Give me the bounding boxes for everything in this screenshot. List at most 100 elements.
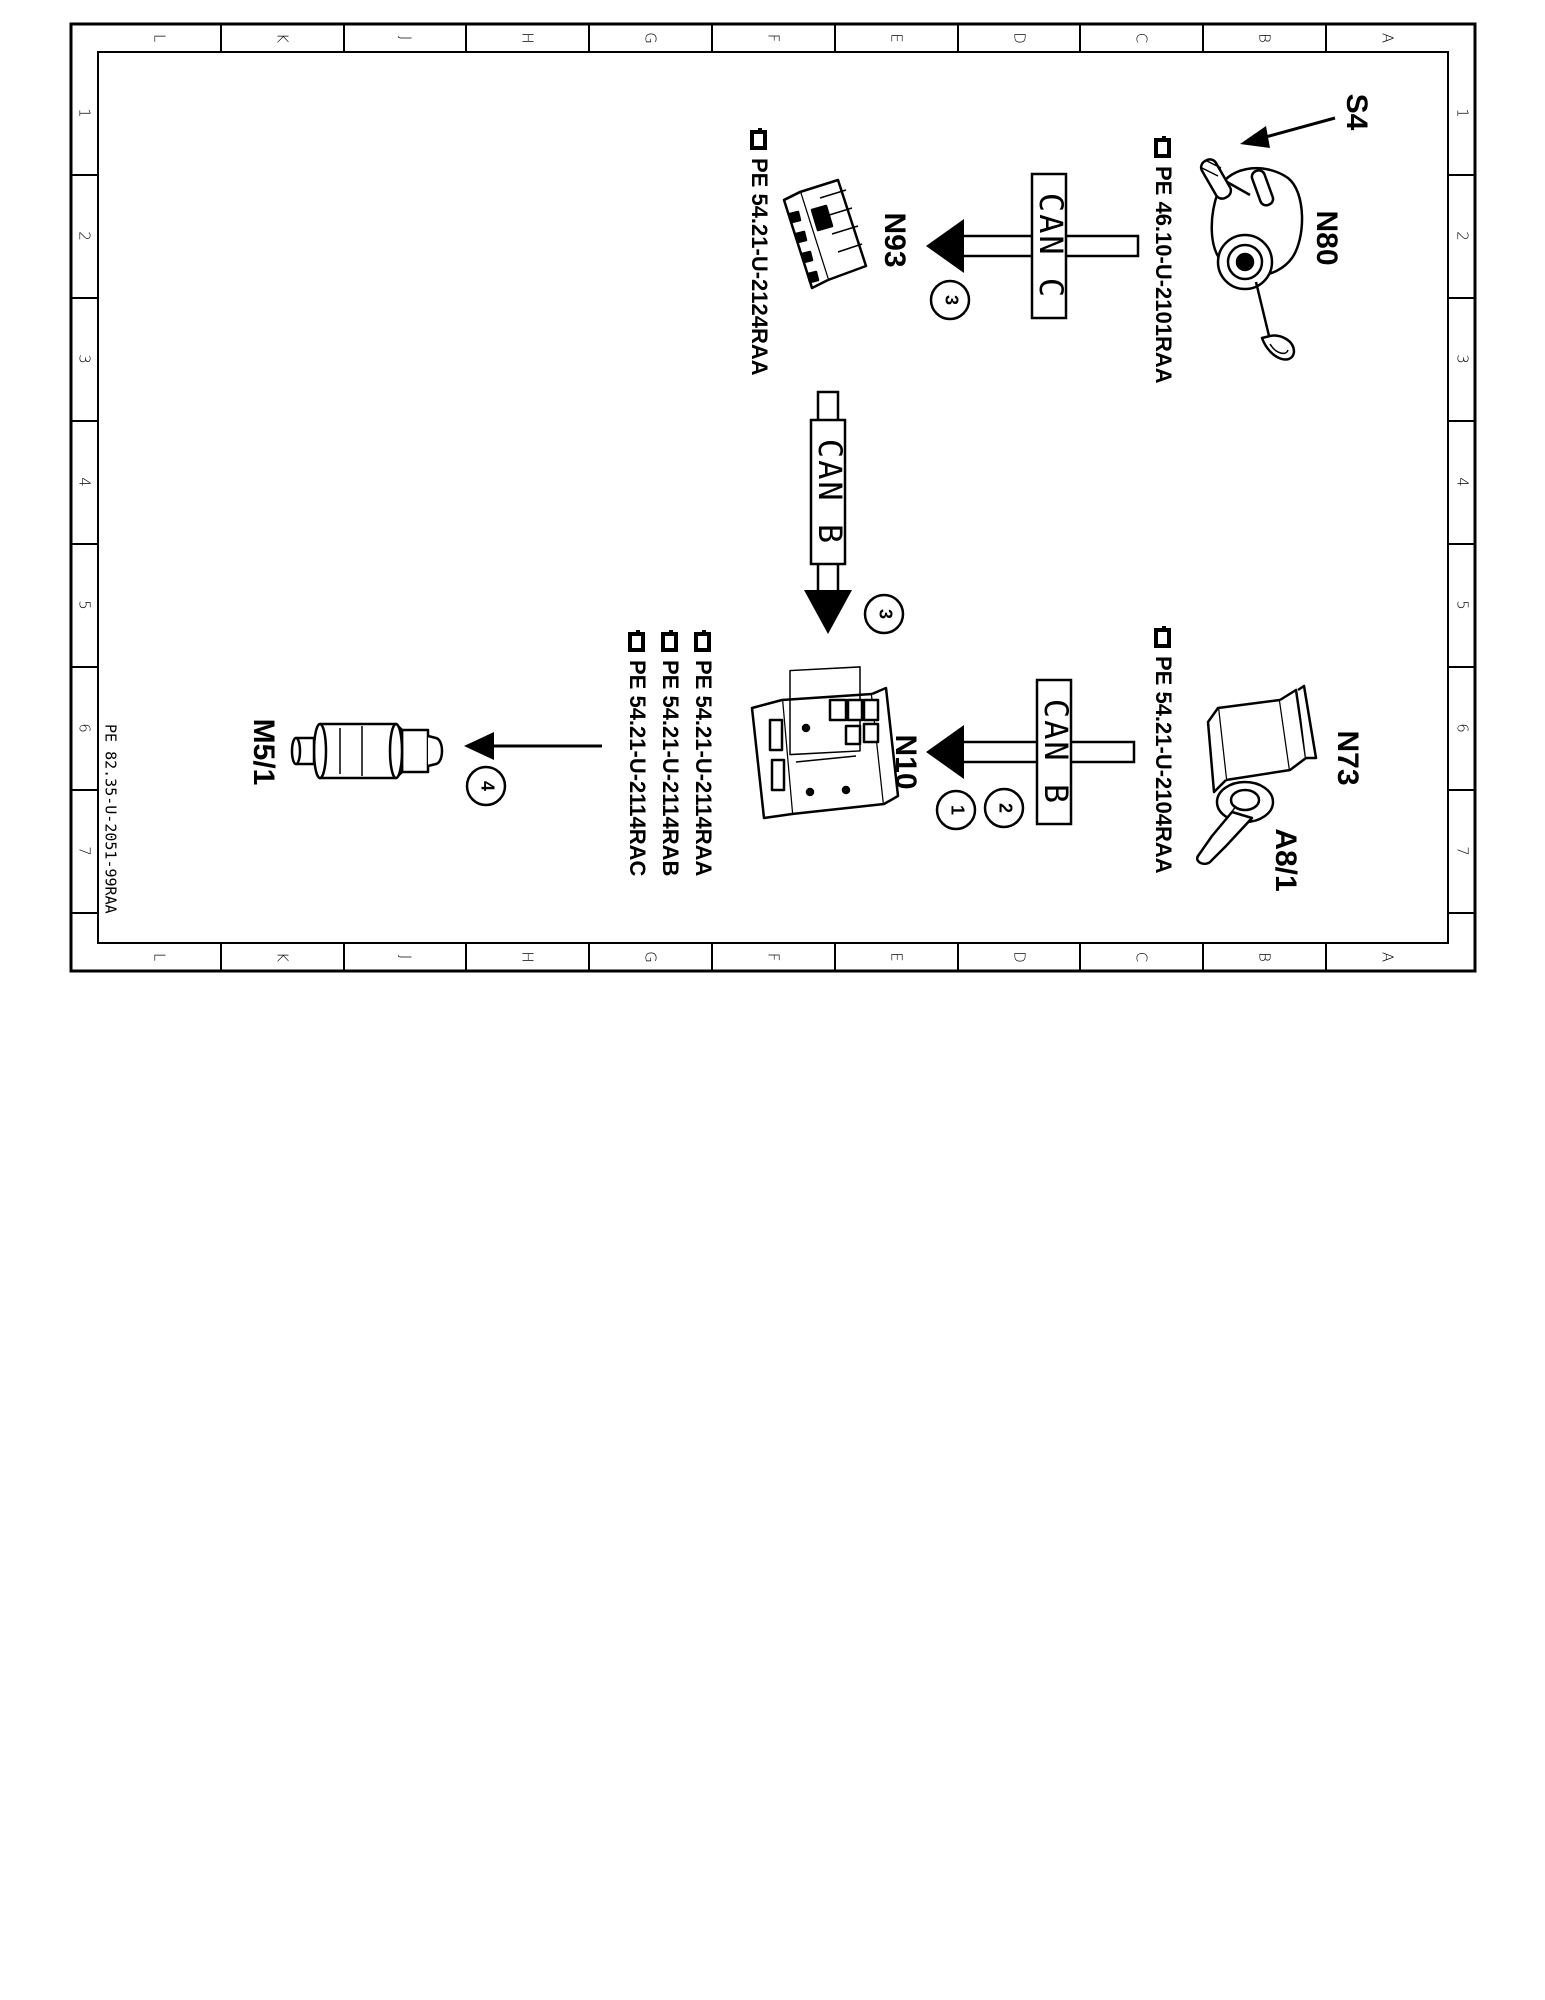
can-b-right-label: CAN B	[1037, 699, 1075, 805]
can-b-upper-label: CAN B	[811, 439, 849, 545]
frame-numbers-right: 1 2 3 4 5 6 7	[1454, 108, 1472, 856]
frame-number-4-right: 4	[1454, 477, 1472, 487]
n10-from-n93-step-badge: 3	[863, 593, 905, 635]
can-c-label-box	[1030, 172, 1068, 320]
s4-leader-line	[1261, 116, 1336, 140]
n93-reference: PE 54.21-U-2124RAA	[747, 128, 772, 376]
n73-label: N73	[1331, 730, 1364, 785]
n10-control-unit	[750, 666, 900, 820]
n10-reference-2: PE 54.21-U-2114RAB	[658, 630, 683, 876]
frame-number-5-left: 5	[76, 600, 94, 610]
m5-1-step-badge: 4	[465, 765, 507, 807]
frame-number-2-right: 2	[1454, 231, 1472, 241]
drawing-code: PE 82.35-U-2051-99RAA	[102, 724, 120, 914]
frame-letters-top: A B C D E F G H J K L	[151, 32, 1397, 44]
n93-step-circle	[929, 279, 971, 321]
n10-references: PE 54.21-U-2114RAA PE 54.21-U-2114RAB PE…	[625, 630, 716, 877]
frame-letter-d-top: D	[1011, 32, 1029, 44]
n80-reference-text: PE 46.10-U-2101RAA	[1151, 166, 1176, 384]
n10-reference-2-text: PE 54.21-U-2114RAB	[658, 660, 683, 876]
can-b-upper-label-box	[809, 418, 847, 566]
frame-number-1-left: 1	[76, 108, 94, 118]
n80-reference-hand-icon	[1154, 136, 1171, 158]
n73-ignition-switch	[1195, 684, 1318, 866]
can-b-right-bus-arrowhead	[926, 725, 964, 779]
n10-step-badge-a: 2	[983, 787, 1025, 829]
can-b-upper-bus-arrowhead	[804, 590, 852, 634]
m5-1-label: M5/1	[247, 719, 280, 786]
s4-label: S4	[1340, 94, 1373, 131]
frame-letter-c-bottom: C	[1133, 952, 1151, 962]
outer-frame	[69, 22, 1477, 973]
n10-reference-2-hand-icon	[661, 630, 678, 652]
frame-letter-c-top: C	[1133, 33, 1151, 43]
n80-reference: PE 46.10-U-2101RAA	[1151, 136, 1176, 384]
frame-number-7-left: 7	[76, 846, 94, 856]
n10-reference-1: PE 54.21-U-2114RAA	[691, 630, 716, 877]
n73-reference-hand-icon	[1154, 626, 1171, 648]
n10-step-b-circle	[935, 789, 977, 831]
n10-reference-3: PE 54.21-U-2114RAC	[625, 630, 650, 877]
frame-letter-b-bottom: B	[1256, 952, 1274, 962]
frame-number-2-left: 2	[76, 231, 94, 241]
n93-module	[782, 178, 868, 290]
n10-from-n93-step-circle	[863, 593, 905, 635]
can-c-bus-arrowhead	[926, 219, 964, 273]
frame-letter-f-bottom: F	[765, 953, 783, 962]
frame-number-1-right: 1	[1454, 108, 1472, 118]
frame-number-3-right: 3	[1454, 354, 1472, 364]
frame-letter-a-bottom: A	[1379, 952, 1397, 962]
frame-letter-g-top: G	[642, 32, 660, 44]
a8-1-label: A8/1	[1269, 828, 1302, 891]
frame-number-4-left: 4	[76, 477, 94, 487]
can-c-bus: CAN C	[926, 172, 1140, 320]
n10-step-b-number: 1	[947, 805, 967, 815]
frame-letter-j-bottom: J	[397, 955, 415, 959]
n10-to-m5-1-arrowhead	[464, 732, 494, 760]
frame-letter-l-top: L	[151, 34, 169, 42]
n93-step-number: 3	[941, 295, 961, 305]
frame-letter-f-top: F	[765, 34, 783, 43]
n10-step-badge-b: 1	[935, 789, 977, 831]
n10-reference-3-text: PE 54.21-U-2114RAC	[625, 660, 650, 877]
frame-letters-bottom: A B C D E F G H J K L	[151, 951, 1397, 963]
n80-combination-switch	[1199, 158, 1304, 361]
n10-reference-3-hand-icon	[628, 630, 645, 652]
frame-letter-l-bottom: L	[151, 953, 169, 961]
frame-letter-h-bottom: H	[519, 951, 537, 962]
n10-label: N10	[889, 734, 922, 789]
column-dividers	[220, 24, 1327, 971]
frame-letter-k-top: K	[274, 33, 292, 43]
frame-number-5-right: 5	[1454, 600, 1472, 610]
n73-reference: PE 54.21-U-2104RAA	[1151, 626, 1176, 874]
n93-reference-hand-icon	[750, 128, 767, 150]
frame-letter-g-bottom: G	[642, 951, 660, 963]
can-b-right-bus: CAN B	[926, 678, 1136, 826]
frame-number-6-left: 6	[76, 723, 94, 733]
m5-1-step-circle	[465, 765, 507, 807]
n10-step-a-number: 2	[995, 803, 1015, 813]
can-b-upper-bus: CAN B	[804, 390, 852, 634]
frame-letter-b-top: B	[1256, 33, 1274, 43]
n10-reference-1-text: PE 54.21-U-2114RAA	[691, 660, 716, 877]
frame-letter-h-top: H	[519, 32, 537, 43]
n80-label: N80	[1310, 210, 1343, 265]
frame-number-3-left: 3	[76, 354, 94, 364]
m5-1-motor	[290, 722, 444, 780]
n93-label: N93	[878, 212, 911, 267]
frame-letter-a-top: A	[1379, 33, 1397, 43]
n73-reference-text: PE 54.21-U-2104RAA	[1151, 656, 1176, 874]
frame-letter-j-top: J	[397, 36, 415, 40]
frame-numbers-left: 1 2 3 4 5 6 7	[76, 108, 94, 856]
frame-letter-e-top: E	[888, 33, 906, 42]
n10-to-m5-1-link	[464, 732, 602, 760]
row-dividers	[71, 174, 1475, 914]
frame-letter-e-bottom: E	[888, 952, 906, 961]
n10-step-a-circle	[983, 787, 1025, 829]
frame-number-7-right: 7	[1454, 846, 1472, 856]
inner-frame	[97, 51, 1449, 944]
frame-letter-d-bottom: D	[1011, 951, 1029, 963]
frame-number-6-right: 6	[1454, 723, 1472, 733]
